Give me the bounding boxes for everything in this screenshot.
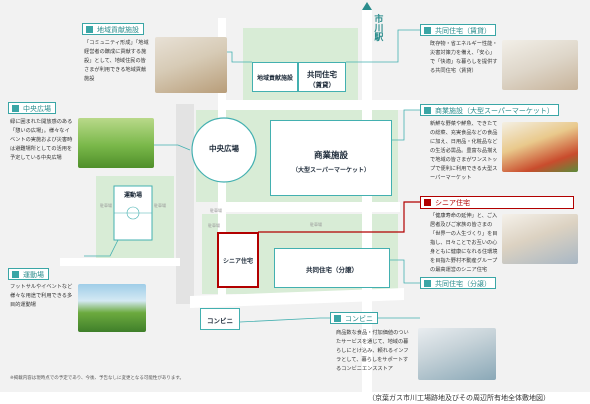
parcel-label-west: 駐車場: [208, 222, 220, 228]
callout-conbini-text: 商品数な食品・付加価値のついたサービスを通じて、地域の暮らしにとけ込み、頼れるイ…: [336, 330, 409, 372]
callout-field-text: フットサルやイベントなど様々な用途で利用できる多目的運動場: [10, 284, 73, 308]
callout-rental-label: 共同住宅（賃貸）: [420, 24, 496, 36]
photo-rental: [502, 40, 578, 90]
station-label: 市川駅: [372, 14, 383, 41]
parcel-label-field-l: 駐車場: [100, 202, 112, 208]
photo-regional: [155, 37, 227, 93]
road-field: [60, 258, 180, 266]
building-senior[interactable]: シニア住宅: [217, 232, 259, 288]
building-rental-line2: （賃貸）: [309, 81, 335, 89]
road-lower: [226, 202, 400, 212]
field-centercircle: [126, 206, 140, 220]
callout-field-label: 運動場: [8, 268, 49, 280]
building-sale-label: 共同住宅（分譲）: [306, 266, 358, 274]
line-conbini: [239, 317, 420, 323]
callout-plaza-text: 緑に囲まれた開放感のある「憩いの広場」。様々なイベントの実施および災害時は避難場…: [10, 119, 73, 161]
callout-commercial-text: 新鮮な野菜や鮮魚、できたての総菜、充実食品などの食品に加え、日用品・化粧品などの…: [430, 121, 498, 181]
caption: （京葉ガス市川工場跡地及びその周辺所有地全体敷地図）: [368, 394, 550, 402]
callout-conbini-label: コンビニ: [330, 312, 378, 324]
building-commercial-line2: （大型スーパーマーケット）: [292, 167, 370, 174]
building-conbini[interactable]: コンビニ: [200, 308, 240, 330]
building-plaza[interactable]: 中央広場: [209, 144, 239, 153]
line-sale: [390, 259, 420, 284]
callout-sale-label: 共同住宅（分譲）: [420, 277, 496, 289]
parcel-label-field-r: 駐車場: [154, 202, 166, 208]
building-regional[interactable]: 地域貢献施設: [252, 62, 298, 92]
callout-commercial-label: 商業施設（大型スーパーマーケット）: [420, 104, 559, 116]
photo-conbini: [418, 328, 496, 380]
building-rental-line1: 共同住宅: [307, 70, 337, 79]
arrow-up-icon: [362, 2, 372, 10]
building-commercial-line1: 商業施設: [313, 151, 348, 161]
photo-field: [78, 284, 146, 332]
road-south: [190, 288, 404, 308]
lot-west-strip: [176, 104, 194, 304]
line-field: [84, 239, 119, 257]
callout-senior-text: 「健康寿命の延伸」と、ご入居者及びご家族の皆さまの「世界一の人生づくり」を目指し…: [430, 213, 498, 273]
photo-senior: [502, 214, 578, 264]
building-shared-sale[interactable]: 共同住宅（分譲）: [274, 248, 390, 288]
building-commercial[interactable]: 商業施設 （大型スーパーマーケット）: [270, 120, 392, 196]
road-mid: [218, 100, 420, 110]
parcel-label-mid: 駐車場: [210, 207, 222, 213]
callout-regional-label: 地域貢献施設: [82, 23, 144, 35]
building-senior-label: シニア住宅: [222, 258, 253, 265]
callout-rental-text: 既存物・省エネルギー性能・災害対策力を備え、「安心」で「快適」な暮らしを提供する…: [430, 41, 498, 74]
plaza-circle: [191, 117, 257, 183]
parcel-label-east: 駐車場: [310, 221, 322, 227]
photo-commercial: [502, 122, 578, 172]
footnote: ※掲載内容は現時点での予定であり、今後、予告なしに変更となる可能性があります。: [10, 376, 184, 381]
photo-plaza: [78, 118, 154, 168]
callout-regional-text: 「コミュニティ形成」「地域経営者の醸成に貢献する施設」として、地域住民の皆さまが…: [84, 40, 149, 82]
building-conbini-label: コンビニ: [207, 317, 233, 325]
line-rental: [346, 29, 420, 63]
building-shared-rental[interactable]: 共同住宅 （賃貸）: [298, 62, 346, 92]
building-field[interactable]: 運動場: [123, 192, 142, 199]
callout-senior-label: シニア住宅: [420, 196, 574, 209]
callout-plaza-label: 中央広場: [8, 102, 56, 114]
building-regional-label: 地域貢献施設: [256, 75, 293, 82]
